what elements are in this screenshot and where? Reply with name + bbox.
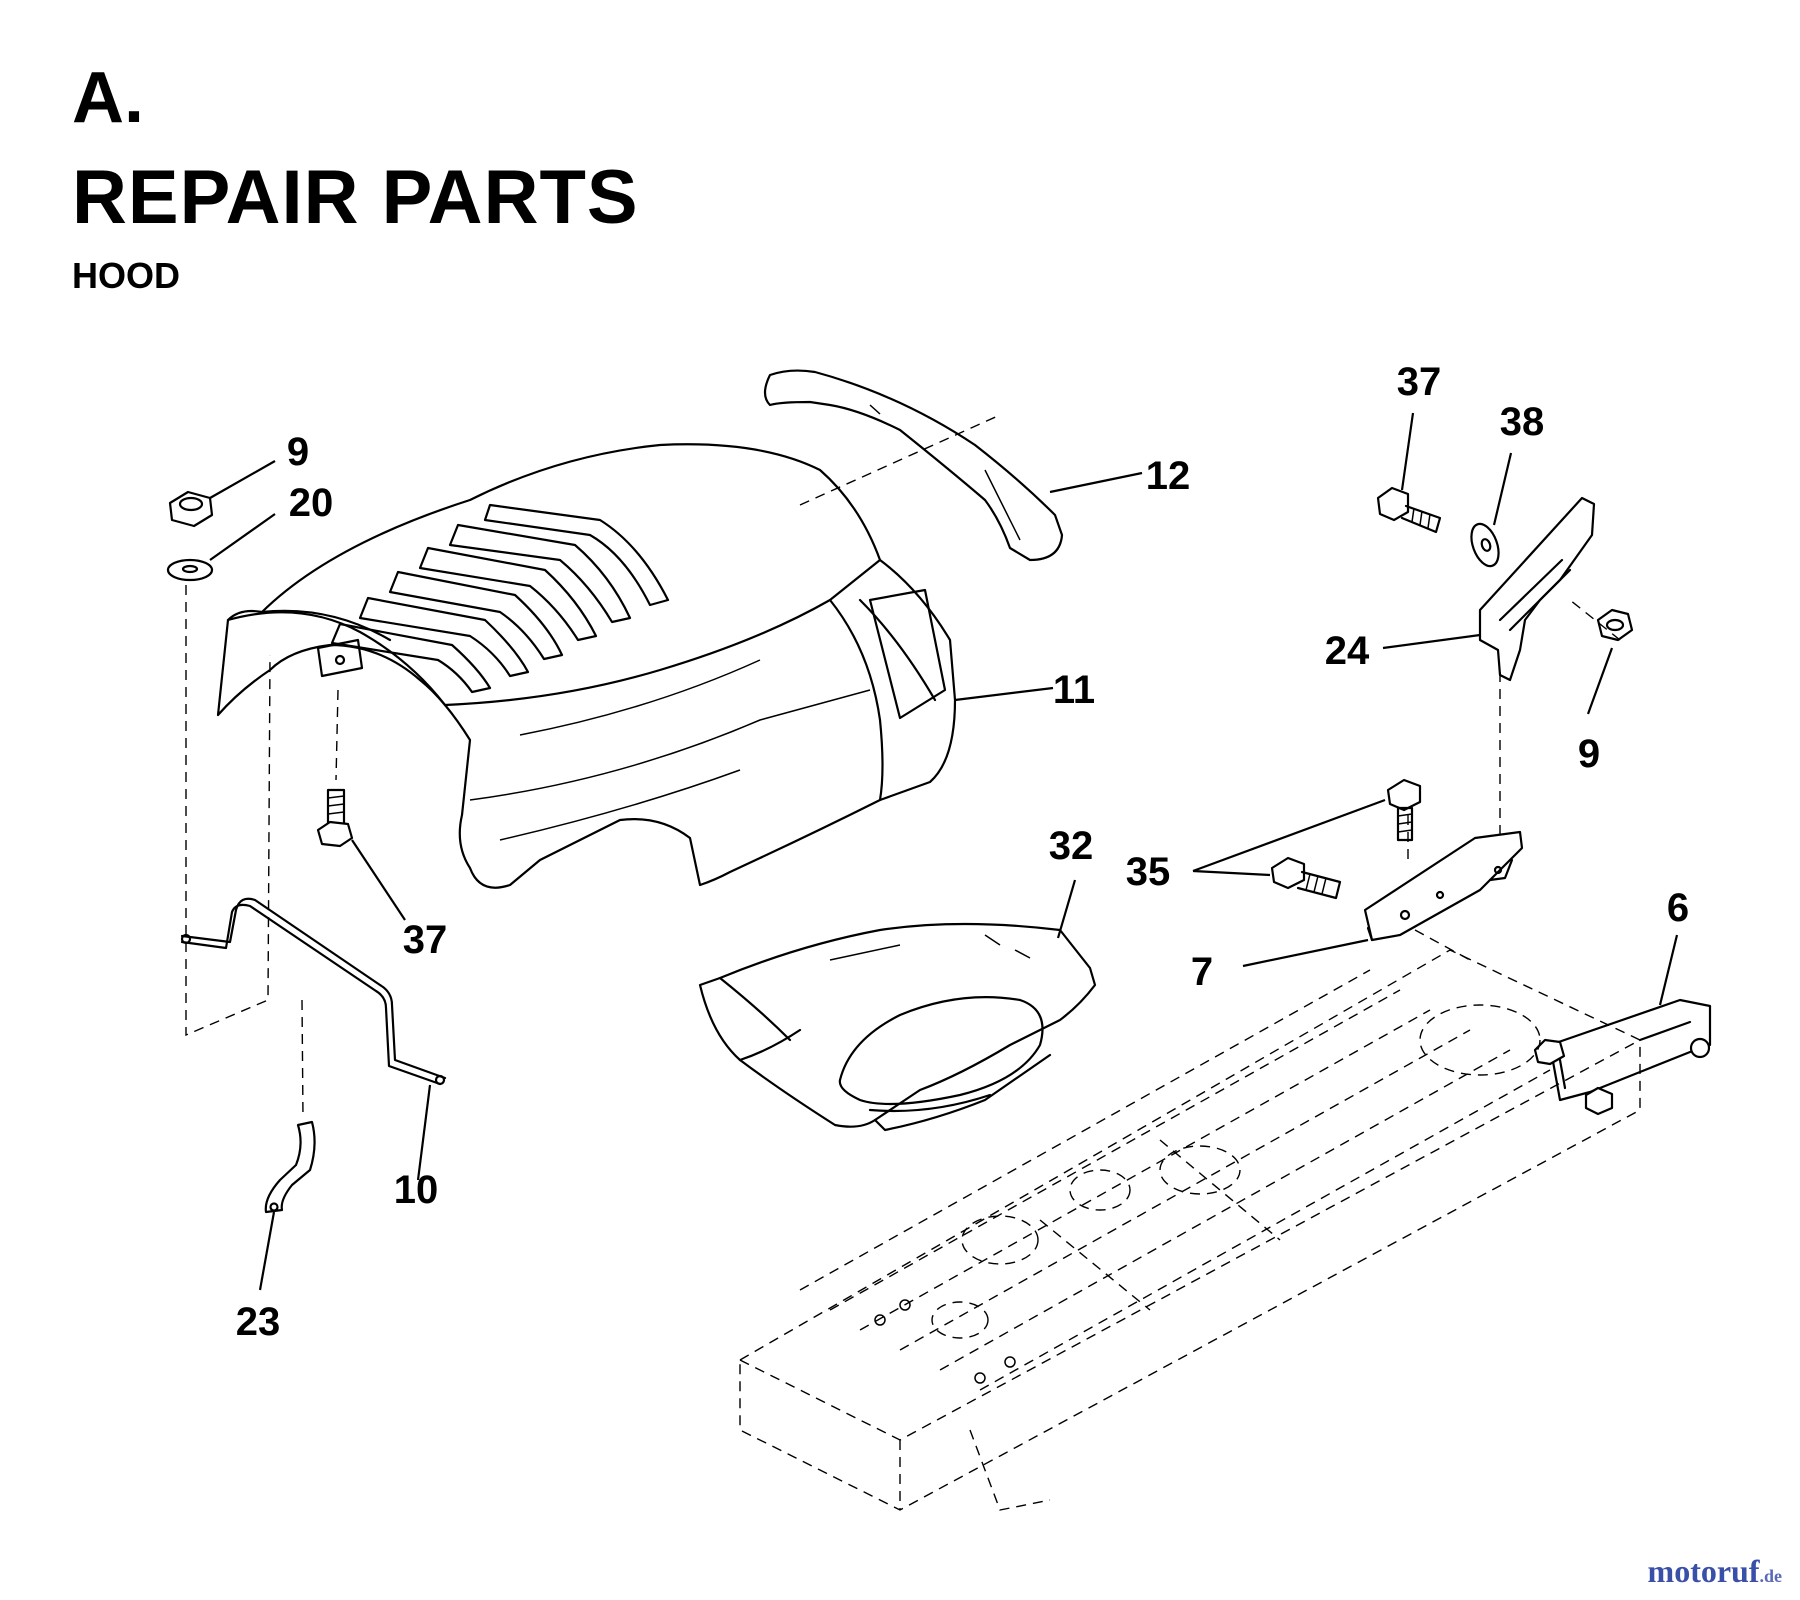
- hood-part: [216, 443, 957, 889]
- callout-37-bolt-right: 37: [1396, 360, 1442, 404]
- assembly-reference-lines: [185, 414, 1621, 1119]
- washer-part: [166, 558, 214, 582]
- pivot-bracket-part: [1533, 998, 1712, 1116]
- bolts-part-35: [1270, 778, 1422, 900]
- callout-9-nut-right: 9: [1577, 732, 1601, 776]
- callout-24-bracket: 24: [1324, 629, 1370, 673]
- callout-leaders: [209, 412, 1679, 1291]
- watermark-logo: motoruf.de: [1648, 1553, 1782, 1590]
- callout-37-bolt-left: 37: [402, 918, 448, 962]
- watermark-tld: .de: [1759, 1566, 1783, 1586]
- page-subtitle: HOOD: [72, 255, 180, 296]
- mount-bracket-part: [1478, 496, 1596, 682]
- callout-12-trim: 12: [1145, 454, 1191, 498]
- frame-bracket-part: [1363, 830, 1524, 942]
- nut-part-right: [1596, 608, 1634, 642]
- callout-35-bolts: 35: [1125, 850, 1171, 894]
- callout-38-washer: 38: [1499, 400, 1545, 444]
- bolt-part-right: [1376, 486, 1442, 534]
- watermark-name: motoruf: [1647, 1553, 1760, 1589]
- washer-part-right: [1470, 522, 1500, 568]
- dash-panel-part: [698, 922, 1097, 1132]
- callout-32-panel: 32: [1048, 824, 1094, 868]
- callout-6-pivot-bracket: 6: [1666, 886, 1690, 930]
- frame-dashed-reference: [739, 949, 1641, 1511]
- bolt-part-left: [316, 788, 354, 848]
- callout-23-bracket: 23: [235, 1300, 281, 1344]
- support-rod-part: [180, 897, 447, 1086]
- dash-trim-part: [763, 369, 1064, 562]
- callout-11-hood: 11: [1052, 668, 1096, 712]
- callout-10-rod: 10: [393, 1168, 439, 1212]
- bracket-part: [264, 1120, 316, 1214]
- callout-20-washer: 20: [288, 481, 334, 525]
- callout-7-frame-bracket: 7: [1190, 950, 1214, 994]
- section-letter: A.: [72, 58, 144, 138]
- callout-9-nut-left: 9: [286, 430, 310, 474]
- nut-part-left: [168, 490, 214, 528]
- page-title: REPAIR PARTS: [72, 155, 639, 240]
